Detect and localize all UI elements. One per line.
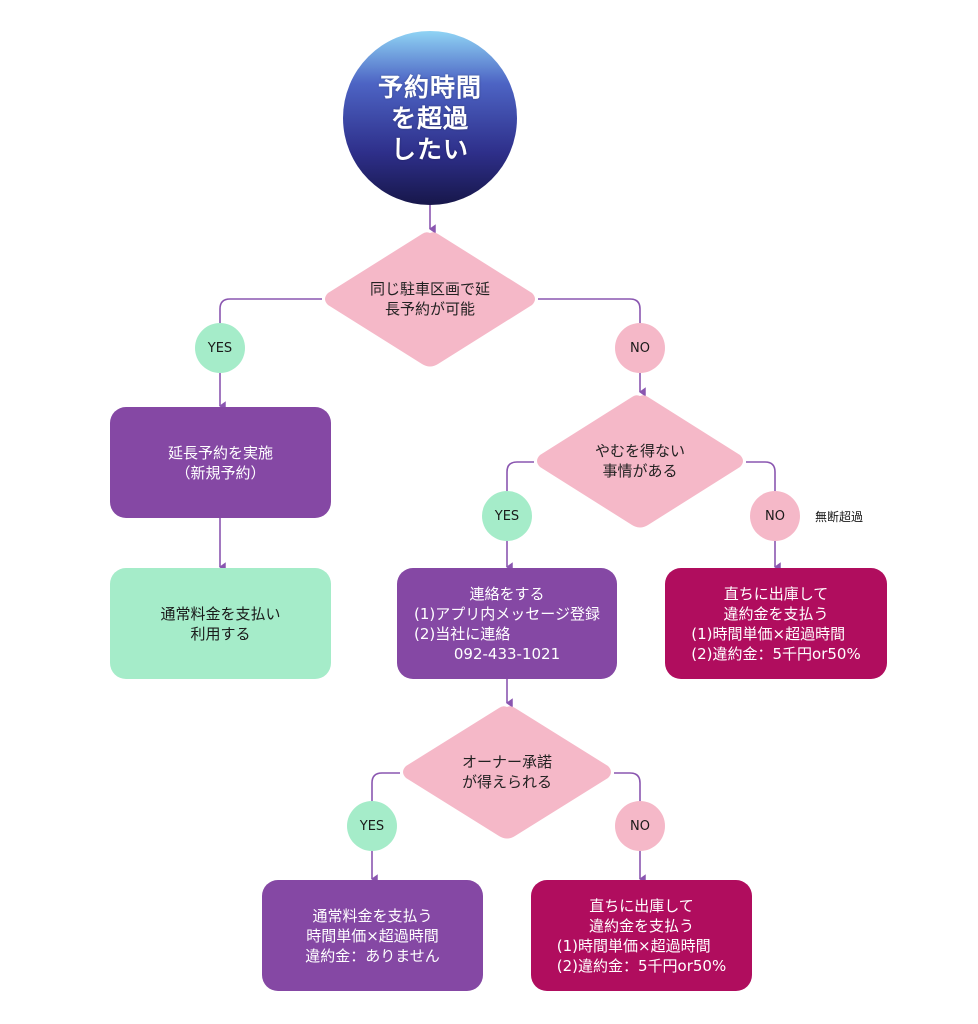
box-text: （新規予約） xyxy=(175,463,266,482)
connector-decision2-to-yes xyxy=(506,461,534,491)
box-text: 通常料金を支払い xyxy=(160,604,281,623)
no-badge: NO xyxy=(615,801,665,851)
connector-decision1-to-no xyxy=(538,298,641,323)
yes-badge: YES xyxy=(195,323,245,373)
decision-diamond-shape xyxy=(325,232,535,367)
start-node: 予約時間 を超過 したい xyxy=(343,31,517,205)
start-line: したい xyxy=(390,134,469,164)
penalty-box: 直ちに出庫して 違約金を支払う (1)時間単価×超過時間 (2)違約金：5千円o… xyxy=(665,568,887,679)
connector-decision1-to-yes xyxy=(219,298,322,323)
decision-diamond-shape xyxy=(403,706,611,839)
box-text: (2)違約金：5千円or50% xyxy=(556,956,727,975)
yes-badge: YES xyxy=(347,801,397,851)
connector-decision2-to-no xyxy=(746,461,776,491)
box-text: (1)時間単価×超過時間 xyxy=(691,624,846,643)
no-badge: NO xyxy=(615,323,665,373)
box-text: (2)当社に連絡 xyxy=(414,624,511,643)
contact-box: 連絡をする (1)アプリ内メッセージ登録 (2)当社に連絡 092-433-10… xyxy=(397,568,617,679)
box-text: 延長予約を実施 xyxy=(167,443,273,462)
decision-text: 同じ駐車区画で延 xyxy=(369,280,490,298)
connector-decision3-to-no xyxy=(614,772,641,801)
decision-text: やむを得ない xyxy=(594,442,685,460)
decision-text: 事情がある xyxy=(602,462,678,480)
decision-unavoidable-circumstances: やむを得ない 事情がある xyxy=(532,392,748,530)
connector-decision3-to-yes xyxy=(371,772,400,801)
box-text: 連絡をする xyxy=(469,584,545,603)
no-badge: NO xyxy=(750,491,800,541)
box-text: (1)時間単価×超過時間 xyxy=(556,936,711,955)
box-text: 利用する xyxy=(190,624,251,643)
box-text: 通常料金を支払う xyxy=(312,906,433,925)
box-text: (1)アプリ内メッセージ登録 xyxy=(414,604,600,623)
box-text: 時間単価×超過時間 xyxy=(306,926,439,945)
yes-badge: YES xyxy=(482,491,532,541)
decision-text: が得えられる xyxy=(461,773,552,791)
extend-reservation-box: 延長予約を実施 （新規予約） xyxy=(110,407,331,518)
normal-fee-box: 通常料金を支払い 利用する xyxy=(110,568,331,679)
approved-fee-box: 通常料金を支払う 時間単価×超過時間 違約金：ありません xyxy=(262,880,483,991)
box-text: (2)違約金：5千円or50% xyxy=(691,644,861,663)
penalty-box: 直ちに出庫して 違約金を支払う (1)時間単価×超過時間 (2)違約金：5千円o… xyxy=(531,880,752,991)
phone-number: 092-433-1021 xyxy=(453,644,561,663)
box-text: 違約金を支払う xyxy=(723,604,829,623)
box-text: 違約金を支払う xyxy=(588,916,694,935)
decision-same-space-extension: 同じ駐車区画で延 長予約が可能 xyxy=(320,229,540,369)
box-text: 直ちに出庫して xyxy=(723,584,829,603)
box-text: 違約金：ありません xyxy=(305,946,440,965)
box-text: 直ちに出庫して xyxy=(589,896,694,915)
start-line: を超過 xyxy=(390,103,469,133)
decision-text: オーナー承諾 xyxy=(461,753,552,771)
unauthorized-overstay-note: 無断超過 xyxy=(815,510,864,524)
decision-text: 長予約が可能 xyxy=(384,300,475,318)
decision-owner-approval: オーナー承諾 が得えられる xyxy=(398,703,616,841)
decision-diamond-shape xyxy=(537,395,743,528)
start-line: 予約時間 xyxy=(377,72,482,102)
